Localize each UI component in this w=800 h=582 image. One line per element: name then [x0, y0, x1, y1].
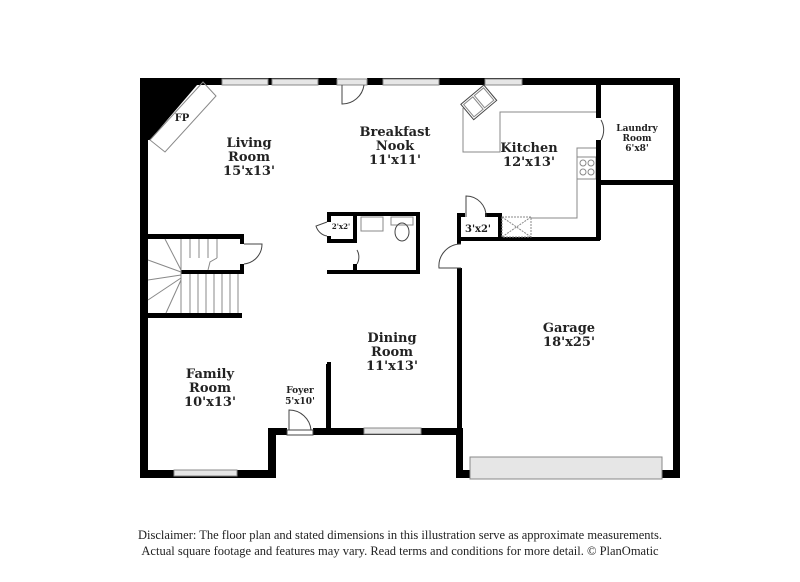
foyer-wall: [326, 364, 330, 430]
dishwasher: [501, 216, 532, 238]
stair-wall: [148, 234, 242, 239]
window: [484, 78, 523, 86]
stair-wall: [148, 313, 242, 318]
wall-segment: [268, 428, 287, 435]
garage-interior-wall: [457, 268, 462, 428]
door-swing[interactable]: [341, 84, 365, 105]
room-dims-closet: 2'x2': [332, 222, 350, 231]
svg-text:Breakfast: Breakfast: [360, 125, 431, 140]
laundry-door-swing[interactable]: [600, 119, 605, 141]
wall-segment: [327, 239, 354, 243]
garage-entry-door-swing[interactable]: [438, 243, 462, 269]
svg-text:12'x13': 12'x13': [503, 155, 555, 170]
window: [221, 78, 269, 86]
wall-segment: [327, 212, 331, 222]
stair-wall: [181, 270, 241, 274]
garage-door[interactable]: [469, 456, 663, 480]
foyer-wall-step: [268, 428, 276, 478]
front-door-frame: [286, 429, 314, 436]
exterior-wall-left: [140, 78, 148, 478]
room-label-laundry-room: Laundry Room 6'x8': [616, 124, 658, 154]
svg-text:Laundry: Laundry: [616, 124, 658, 134]
disclaimer-line-2: Actual square footage and features may v…: [141, 544, 659, 558]
svg-text:Family: Family: [186, 367, 235, 382]
svg-text:Living: Living: [226, 136, 271, 151]
door-frame: [336, 78, 368, 86]
room-label-foyer: Foyer 5'x10': [285, 386, 315, 407]
svg-text:Nook: Nook: [376, 139, 415, 154]
svg-text:Room: Room: [622, 134, 651, 144]
wall-segment: [457, 240, 461, 244]
wall-segment: [457, 237, 600, 241]
wall-segment: [457, 213, 461, 243]
fireplace: [149, 81, 217, 153]
wall-segment: [327, 236, 331, 241]
svg-text:10'x13': 10'x13': [184, 395, 236, 410]
front-door-swing[interactable]: [288, 409, 312, 431]
door-swing[interactable]: [243, 243, 263, 265]
exterior-wall-right: [673, 78, 680, 478]
fireplace-corner: [140, 78, 203, 140]
kitchen-counter: [462, 108, 600, 153]
svg-text:Room: Room: [228, 150, 270, 165]
wall-segment: [485, 213, 502, 217]
window: [271, 78, 319, 86]
room-label-kitchen: Kitchen 12'x13': [500, 141, 558, 170]
kitchen-sink: [460, 84, 498, 121]
garage-wall-step: [456, 428, 463, 478]
pantry-door-swing[interactable]: [465, 195, 487, 218]
window: [382, 78, 440, 86]
svg-text:Kitchen: Kitchen: [500, 141, 558, 156]
disclaimer-line-1: Disclaimer: The floor plan and stated di…: [138, 528, 662, 542]
wall-segment: [240, 234, 244, 244]
svg-text:18'x25': 18'x25': [543, 335, 595, 350]
svg-text:11'x11': 11'x11': [369, 153, 421, 168]
room-label-family-room: Family Room 10'x13': [184, 367, 236, 410]
svg-text:Room: Room: [189, 381, 231, 396]
svg-text:Foyer: Foyer: [286, 386, 314, 396]
svg-text:Room: Room: [371, 345, 413, 360]
window: [363, 427, 422, 435]
svg-text:Dining: Dining: [367, 331, 416, 346]
door-opening: [287, 428, 313, 435]
svg-text:Garage: Garage: [543, 321, 595, 336]
wall-segment: [457, 213, 465, 217]
svg-text:5'x10': 5'x10': [285, 397, 315, 407]
wall-segment: [353, 212, 357, 243]
svg-text:11'x13': 11'x13': [366, 359, 418, 374]
room-label-garage: Garage 18'x25': [543, 321, 595, 350]
wall-segment: [596, 140, 601, 240]
powder-door-swing[interactable]: [356, 249, 360, 265]
wall-segment: [353, 264, 357, 274]
room-dims-pantry: 3'x2': [465, 224, 491, 235]
wall-segment: [596, 78, 601, 118]
wall-segment: [416, 212, 420, 274]
closet-door-swing[interactable]: [315, 221, 328, 237]
svg-text:6'x8': 6'x8': [625, 144, 648, 154]
window: [173, 469, 238, 477]
svg-text:15'x13': 15'x13': [223, 164, 275, 179]
wall-segment: [240, 264, 244, 274]
wall-segment: [327, 212, 420, 216]
sink: [360, 216, 384, 232]
fireplace-label: FP: [175, 113, 190, 124]
kitchen-counter-right: [531, 147, 596, 219]
room-label-living-room: Living Room 15'x13': [223, 136, 275, 179]
wall-segment: [498, 213, 502, 240]
wall-segment: [596, 180, 676, 185]
staircase[interactable]: [147, 238, 239, 314]
toilet-tank: [390, 216, 414, 226]
room-label-dining-room: Dining Room 11'x13': [366, 331, 418, 374]
toilet: [394, 222, 410, 242]
room-label-breakfast-nook: Breakfast Nook 11'x11': [360, 125, 431, 168]
wall-segment: [327, 270, 420, 274]
